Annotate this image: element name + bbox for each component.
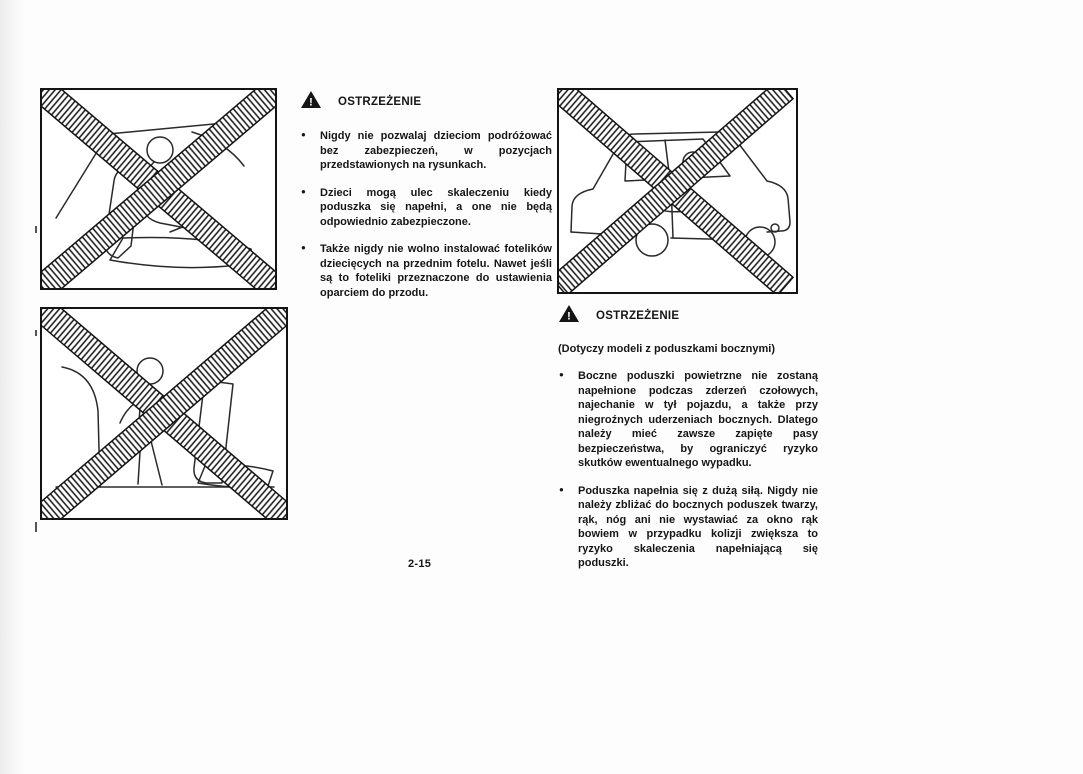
scan-speck bbox=[35, 226, 37, 233]
warning-section-1: ! OSTRZEŻENIE ● Nigdy nie pozwalaj dziec… bbox=[300, 90, 552, 313]
bullet-marker: ● bbox=[301, 186, 306, 196]
warning-2-bullet-text: Boczne poduszki powietrzne nie zostaną n… bbox=[578, 370, 818, 470]
warning-1-bullet-text: Nigdy nie pozwalaj dzieciom podróżować b… bbox=[320, 130, 552, 172]
warning-1-bullet: ● Nigdy nie pozwalaj dzieciom podróżować… bbox=[300, 129, 552, 173]
svg-text:!: ! bbox=[309, 97, 313, 109]
warning-1-bullet-text: Także nigdy nie wolno instalować fotelik… bbox=[320, 243, 552, 299]
figure-car-occupant-crossed-out bbox=[557, 88, 798, 294]
bullet-marker: ● bbox=[301, 130, 306, 139]
scan-speck bbox=[35, 522, 37, 532]
crossed-out-illustration-1 bbox=[42, 90, 275, 288]
warning-2-header: ! OSTRZEŻENIE bbox=[558, 304, 818, 328]
warning-2-bullet-list: ● Boczne poduszki powietrzne nie zostaną… bbox=[558, 369, 818, 571]
warning-1-bullet: ● Dzieci mogą ulec skaleczeniu kiedy pod… bbox=[300, 186, 552, 230]
figure-child-standing-crossed-out bbox=[40, 307, 288, 520]
svg-text:!: ! bbox=[567, 311, 571, 323]
warning-1-bullet-text: Dzieci mogą ulec skaleczeniu kiedy podus… bbox=[320, 186, 552, 228]
page-number: 2-15 bbox=[408, 558, 432, 570]
warning-1-title: OSTRZEŻENIE bbox=[338, 96, 422, 108]
crossed-out-illustration-3 bbox=[559, 90, 795, 292]
warning-2-title: OSTRZEŻENIE bbox=[596, 310, 680, 322]
warning-2-bullet: ● Poduszka napełnia się z dużą siłą. Nig… bbox=[558, 484, 818, 571]
figure-child-kneeling-crossed-out bbox=[40, 88, 277, 290]
bullet-marker: ● bbox=[301, 243, 306, 253]
warning-1-header: ! OSTRZEŻENIE bbox=[300, 90, 552, 114]
warning-triangle-icon: ! bbox=[300, 90, 322, 114]
warning-1-bullet-list: ● Nigdy nie pozwalaj dzieciom podróżować… bbox=[300, 129, 552, 300]
scan-speck bbox=[35, 330, 37, 336]
warning-2-bullet: ● Boczne poduszki powietrzne nie zostaną… bbox=[558, 369, 818, 471]
crossout-x-bands bbox=[42, 90, 275, 288]
warning-2-subtitle: (Dotyczy modeli z poduszkami bocznymi) bbox=[558, 343, 775, 355]
crossout-x-bands bbox=[559, 90, 795, 292]
crossed-out-illustration-2 bbox=[42, 309, 286, 518]
bullet-marker: ● bbox=[559, 370, 564, 379]
warning-triangle-icon: ! bbox=[558, 304, 580, 328]
warning-section-2: ! OSTRZEŻENIE (Dotyczy modeli z poduszka… bbox=[558, 304, 818, 584]
scan-edge-shading bbox=[0, 0, 26, 774]
crossout-x-bands bbox=[42, 309, 286, 518]
warning-1-bullet: ● Także nigdy nie wolno instalować fotel… bbox=[300, 242, 552, 300]
bullet-marker: ● bbox=[559, 484, 564, 494]
warning-2-bullet-text: Poduszka napełnia się z dużą siłą. Nigdy… bbox=[578, 484, 818, 570]
